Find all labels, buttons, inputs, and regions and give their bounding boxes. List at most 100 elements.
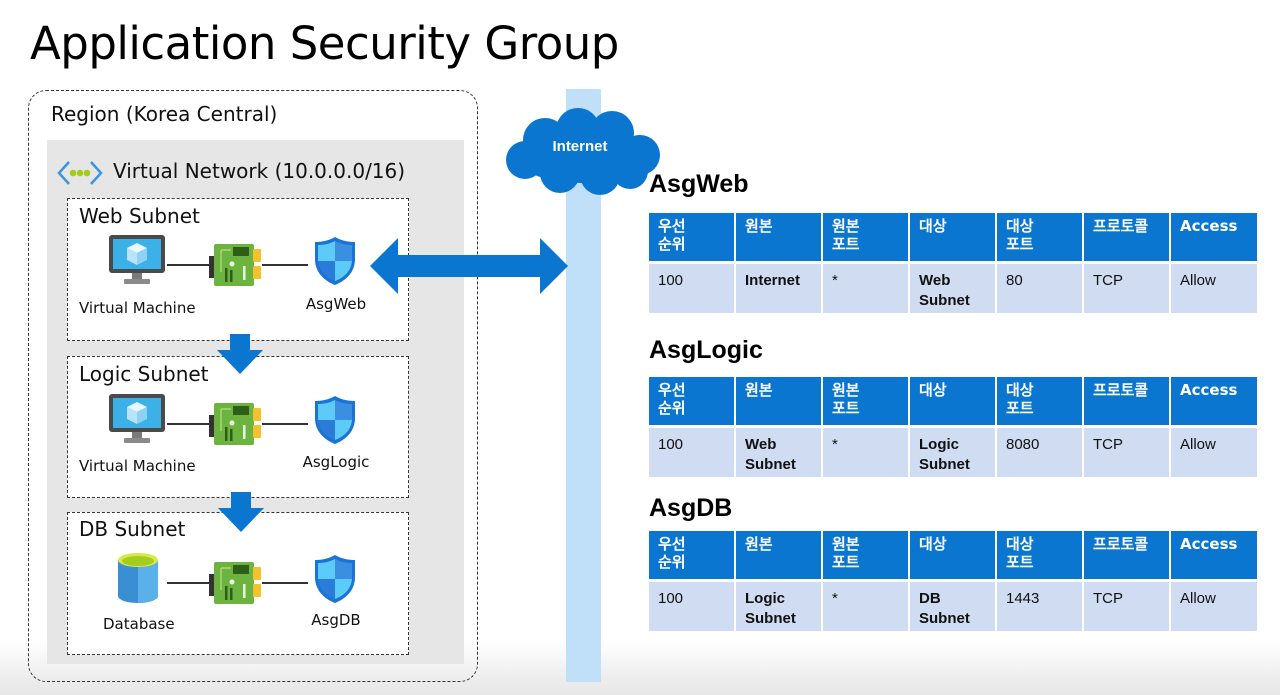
table-cell: 100 xyxy=(649,428,734,477)
table-cell: * xyxy=(823,264,908,313)
column-header-text: 대상 xyxy=(919,381,947,399)
column-header-text: 포트 xyxy=(832,553,860,571)
column-header-text: 포트 xyxy=(1006,399,1034,417)
network-interface-icon xyxy=(209,403,261,445)
table-cell: 8080 xyxy=(997,428,1082,477)
column-header-text: 우선 xyxy=(658,217,686,235)
table-cell-text: Allow xyxy=(1180,436,1216,453)
table-cell-text: Logic xyxy=(919,436,959,453)
asg-table-title: AsgWeb xyxy=(649,170,749,198)
connector-line xyxy=(167,423,209,425)
column-header-text: Access xyxy=(1180,535,1238,553)
column-header-text: 프로토콜 xyxy=(1093,217,1149,235)
column-header: 원본 xyxy=(736,377,821,428)
table-cell: Internet xyxy=(736,264,821,313)
table-cell-text: Web xyxy=(745,436,777,453)
virtual-machine-icon xyxy=(109,235,165,284)
column-header: 프로토콜 xyxy=(1084,213,1169,264)
column-header-text: 프로토콜 xyxy=(1093,535,1149,553)
asg-table-title: AsgLogic xyxy=(649,336,763,364)
resource-label: Virtual Machine xyxy=(79,457,196,475)
column-header-text: 포트 xyxy=(832,235,860,253)
asg-table-title: AsgDB xyxy=(649,494,733,522)
column-header-text: 원본 xyxy=(745,381,773,399)
table-cell: Allow xyxy=(1171,582,1257,631)
table-cell-text: Subnet xyxy=(919,292,970,309)
column-header-text: 순위 xyxy=(658,553,686,571)
column-header: 대상 xyxy=(910,531,995,582)
table-cell-text: * xyxy=(832,272,838,289)
column-header-text: 프로토콜 xyxy=(1093,381,1149,399)
table-cell: 1443 xyxy=(997,582,1082,631)
connector-line xyxy=(262,423,308,425)
column-header: 프로토콜 xyxy=(1084,377,1169,428)
column-header-text: 원본 xyxy=(832,381,860,399)
column-header-text: 우선 xyxy=(658,381,686,399)
bidirectional-arrow-icon xyxy=(370,238,568,294)
table-cell: TCP xyxy=(1084,582,1169,631)
column-header: 대상 xyxy=(910,213,995,264)
column-header-text: 대상 xyxy=(919,535,947,553)
down-arrow-icon xyxy=(218,492,264,532)
down-arrow-icon xyxy=(217,334,263,374)
internet-label: Internet xyxy=(552,138,608,155)
column-header-text: 원본 xyxy=(832,535,860,553)
table-cell-text: Internet xyxy=(745,272,801,289)
virtual-network-label: Virtual Network (10.0.0.0/16) xyxy=(113,159,406,183)
table-cell-text: TCP xyxy=(1093,590,1123,607)
table-cell-text: Allow xyxy=(1180,590,1216,607)
column-header-text: 대상 xyxy=(919,217,947,235)
connector-line xyxy=(167,582,209,584)
asg-label: AsgDB xyxy=(311,611,361,629)
table-cell-text: 80 xyxy=(1006,272,1023,289)
column-header-text: 원본 xyxy=(745,217,773,235)
connector-line xyxy=(262,264,308,266)
column-header-text: 대상 xyxy=(1006,381,1034,399)
page-title: Application Security Group xyxy=(30,17,619,70)
column-header: Access xyxy=(1171,531,1257,582)
table-cell-text: Subnet xyxy=(919,610,970,627)
table-cell: 80 xyxy=(997,264,1082,313)
asg-label: AsgWeb xyxy=(305,295,367,313)
table-cell-text: Logic xyxy=(745,590,785,607)
table-cell-text: 1443 xyxy=(1006,590,1040,607)
table-cell-text: Web xyxy=(919,272,951,289)
cloud-icon xyxy=(506,108,660,195)
virtual-machine-icon xyxy=(109,394,165,443)
column-header-text: 원본 xyxy=(745,535,773,553)
column-header-text: 대상 xyxy=(1006,535,1034,553)
subnet-label: Web Subnet xyxy=(79,204,200,228)
region-container xyxy=(28,90,478,682)
database-icon xyxy=(118,553,158,603)
connector-line xyxy=(262,582,308,584)
column-header: 원본 xyxy=(736,213,821,264)
subnet-label: DB Subnet xyxy=(79,517,186,541)
connector-line xyxy=(167,264,209,266)
table-cell-text: Subnet xyxy=(919,456,970,473)
column-header-text: 우선 xyxy=(658,535,686,553)
shield-icon xyxy=(315,237,355,285)
region-label: Region (Korea Central) xyxy=(51,102,278,126)
column-header-text: 원본 xyxy=(832,217,860,235)
shield-icon xyxy=(315,555,355,603)
